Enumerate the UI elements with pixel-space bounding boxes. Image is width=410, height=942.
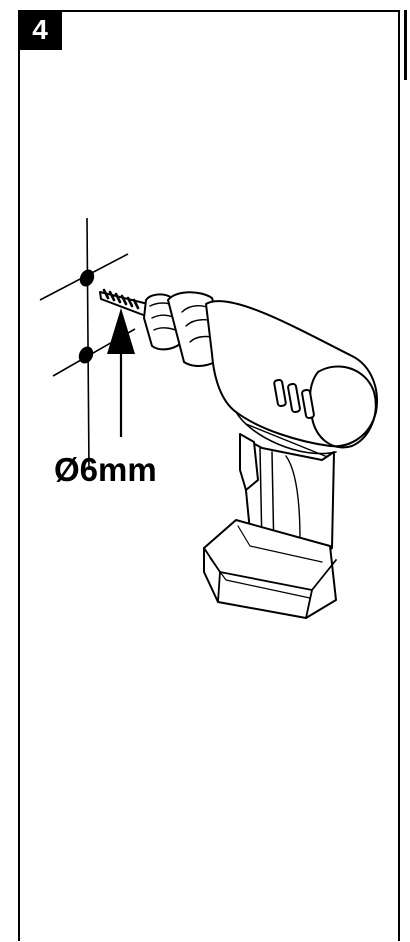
drill-battery xyxy=(203,519,337,619)
vent-slots xyxy=(273,378,315,420)
drill-size-label: Ø6mm xyxy=(54,451,157,488)
step-number-badge: 4 xyxy=(18,10,62,50)
step-number: 4 xyxy=(32,14,48,45)
instruction-panel-frame xyxy=(18,10,400,941)
cordless-drill-icon xyxy=(99,288,378,619)
drill-trigger xyxy=(239,433,259,491)
drill-body xyxy=(205,300,378,448)
panel-edge-mark xyxy=(404,10,407,80)
arrow-up-icon xyxy=(107,308,135,437)
drill-bit xyxy=(99,288,149,317)
hole-marker-icon xyxy=(39,217,136,471)
